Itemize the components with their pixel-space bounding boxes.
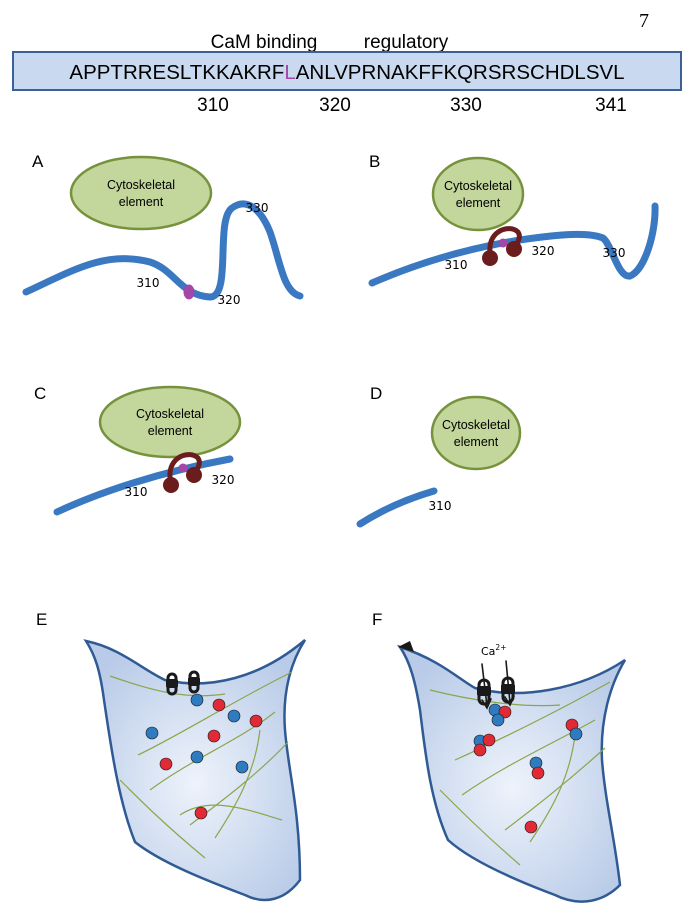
panel-b-element-label-line1: Cytoskeletal: [444, 179, 512, 193]
panel-a: A Cytoskeletal element 330 310 320: [22, 152, 304, 307]
panel-b-calmodulin-lobe-c: [506, 241, 522, 257]
panel-e-ion-channel-1: [166, 672, 178, 696]
cam-binding-label: CaM binding: [211, 32, 318, 53]
panel-b-mark-310: 310: [445, 258, 468, 272]
panel-c-protein-chain: [53, 455, 234, 516]
panel-c-mark-320: 320: [212, 473, 235, 487]
panel-f-fibers: [429, 681, 611, 866]
panel-b-element-label-line2: element: [456, 196, 501, 210]
panel-e: E: [36, 610, 307, 902]
panel-a-cytoskeletal-element: [69, 155, 213, 231]
panel-b-binding-site: [498, 238, 508, 248]
panel-a-letter: A: [32, 152, 44, 171]
panel-f-letter: F: [372, 610, 382, 629]
panel-b-mark-320: 320: [532, 244, 555, 258]
panel-a-protein-chain: [22, 200, 304, 301]
position-310: 310: [197, 95, 229, 116]
page-number: 7: [639, 10, 649, 32]
panel-d-mark-310: 310: [429, 499, 452, 513]
panel-f-cell-tip-mark: [398, 641, 414, 652]
panel-a-mark-310: 310: [137, 276, 160, 290]
panel-a-element-label-line2: element: [119, 195, 164, 209]
panel-f-ion-symbol: Ca: [481, 645, 495, 658]
panel-b-calmodulin-lobe-n: [482, 250, 498, 266]
panel-d-protein-fragment: [356, 487, 438, 528]
regulatory-label: regulatory: [364, 32, 449, 53]
panel-f-particles: [473, 703, 583, 834]
sequence-text: APPTRRESLTKKAKRFLANLVPRNAKFFKQRSRSCHDLSV…: [69, 61, 624, 84]
panel-e-ion-channel-2: [188, 670, 200, 694]
sequence-highlight-residue: L: [284, 61, 295, 84]
sequence-after: ANLVPRNAKFFKQRSRSCHDLSVL: [296, 61, 625, 84]
panel-b-cytoskeletal-element: [431, 156, 525, 232]
panel-a-element-label-line1: Cytoskeletal: [107, 178, 175, 192]
panel-f-ion-charge: 2+: [495, 643, 506, 652]
panel-f-ion-label: Ca2+: [481, 643, 506, 658]
panel-a-mark-320: 320: [218, 293, 241, 307]
panel-c-letter: C: [34, 384, 46, 403]
panel-b-letter: B: [369, 152, 380, 171]
panel-d: D Cytoskeletal element 310: [356, 384, 522, 528]
panel-c-calmodulin-lobe-c: [186, 467, 202, 483]
panel-f: F Ca2+: [372, 610, 627, 903]
position-320: 320: [319, 95, 351, 116]
panel-c-mark-310: 310: [125, 485, 148, 499]
panel-b-protein-chain: [368, 202, 659, 287]
panel-d-letter: D: [370, 384, 382, 403]
panel-d-element-label-line2: element: [454, 435, 499, 449]
sequence-before: APPTRRESLTKKAKRF: [69, 61, 284, 84]
panel-d-element-label-line1: Cytoskeletal: [442, 418, 510, 432]
panel-e-cell: [83, 639, 307, 902]
panel-f-cell: [396, 644, 627, 903]
position-330: 330: [450, 95, 482, 116]
panel-a-binding-site: [183, 284, 195, 300]
panel-c-element-label-line1: Cytoskeletal: [136, 407, 204, 421]
panel-c-element-label-line2: element: [148, 424, 193, 438]
panel-c-cytoskeletal-element: [98, 385, 242, 459]
panel-c-calmodulin-lobe-n: [163, 477, 179, 493]
sequence-box: [12, 51, 682, 91]
panel-c-binding-site: [178, 463, 188, 473]
panel-c: C Cytoskeletal element 310 320: [34, 384, 242, 516]
panel-f-calcium-influx-arrows: [481, 660, 515, 710]
panel-b-mark-330: 330: [603, 246, 626, 260]
panel-d-cytoskeletal-element: [430, 395, 522, 471]
panel-e-letter: E: [36, 610, 47, 629]
panel-b: B Cytoskeletal element 310 320 330: [368, 152, 659, 287]
panel-a-mark-330: 330: [246, 201, 269, 215]
position-341: 341: [595, 95, 627, 116]
panel-e-particles: [145, 693, 263, 820]
